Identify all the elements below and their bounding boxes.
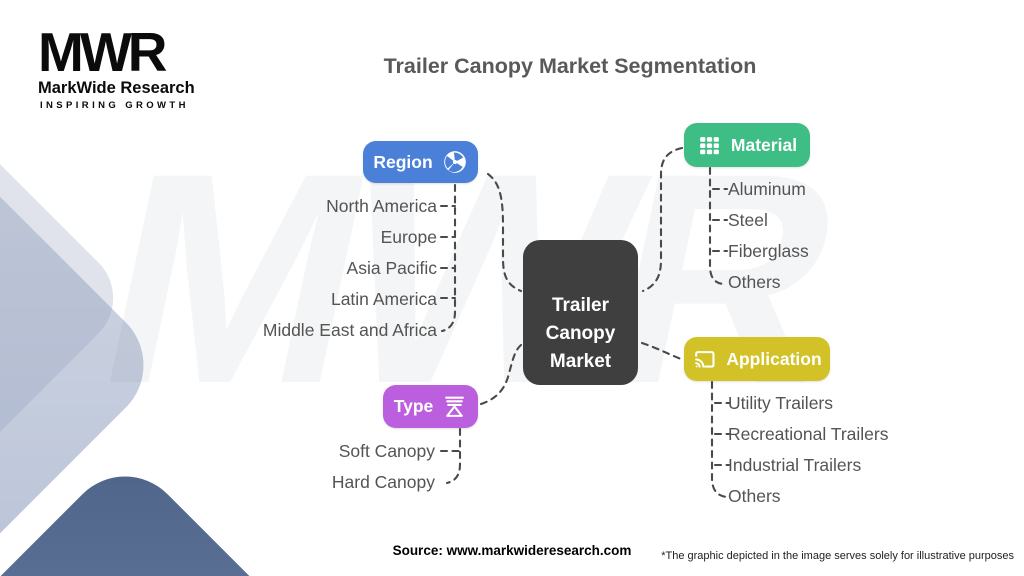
center-node-label: Trailer Canopy Market (545, 295, 616, 372)
disclaimer-text: *The graphic depicted in the image serve… (661, 550, 1014, 562)
logo-company-name: MarkWide Research (38, 79, 195, 98)
center-node-trailer-canopy-market: Trailer Canopy Market (523, 240, 638, 385)
region-node-label: Region (373, 151, 433, 172)
logo-acronym: MWR (38, 21, 167, 83)
segment-item-label: Utility Trailers (728, 393, 834, 413)
segment-item-label: Fiberglass (728, 241, 809, 261)
segment-item-label: Latin America (330, 289, 437, 309)
segment-item-label: Soft Canopy (338, 441, 435, 461)
segment-item-label: Others (728, 486, 781, 506)
application-node-label: Application (726, 348, 822, 369)
cast-icon (692, 347, 717, 372)
segment-item-label: Others (728, 272, 781, 292)
segment-item-label: Industrial Trailers (728, 455, 862, 475)
segment-item-label: Middle East and Africa (262, 320, 437, 340)
branch-node-material: Material (684, 123, 810, 167)
grid-icon (697, 133, 722, 158)
segment-item-label: Aluminum (728, 179, 806, 199)
page-title: Trailer Canopy Market Segmentation (383, 54, 757, 78)
globe-icon (442, 149, 468, 175)
branch-node-application: Application (684, 337, 830, 381)
segment-item-label: Europe (380, 227, 437, 247)
segment-item-label: Steel (728, 210, 768, 230)
segment-item-label: Hard Canopy (331, 472, 435, 492)
material-node-label: Material (730, 134, 798, 155)
markwide-research-logo: MWR MarkWide Research INSPIRING GROWTH (38, 21, 195, 112)
branch-node-region: Region (363, 141, 478, 183)
segment-item-label: Asia Pacific (346, 258, 437, 278)
awning-icon (442, 394, 467, 419)
segment-item-label: North America (326, 196, 437, 216)
logo-tagline: INSPIRING GROWTH (40, 100, 189, 112)
source-text: Source: www.markwideresearch.com (392, 543, 632, 558)
type-node-label: Type (393, 396, 434, 416)
branch-node-type: Type (383, 385, 478, 428)
segment-item-label: Recreational Trailers (728, 424, 889, 444)
